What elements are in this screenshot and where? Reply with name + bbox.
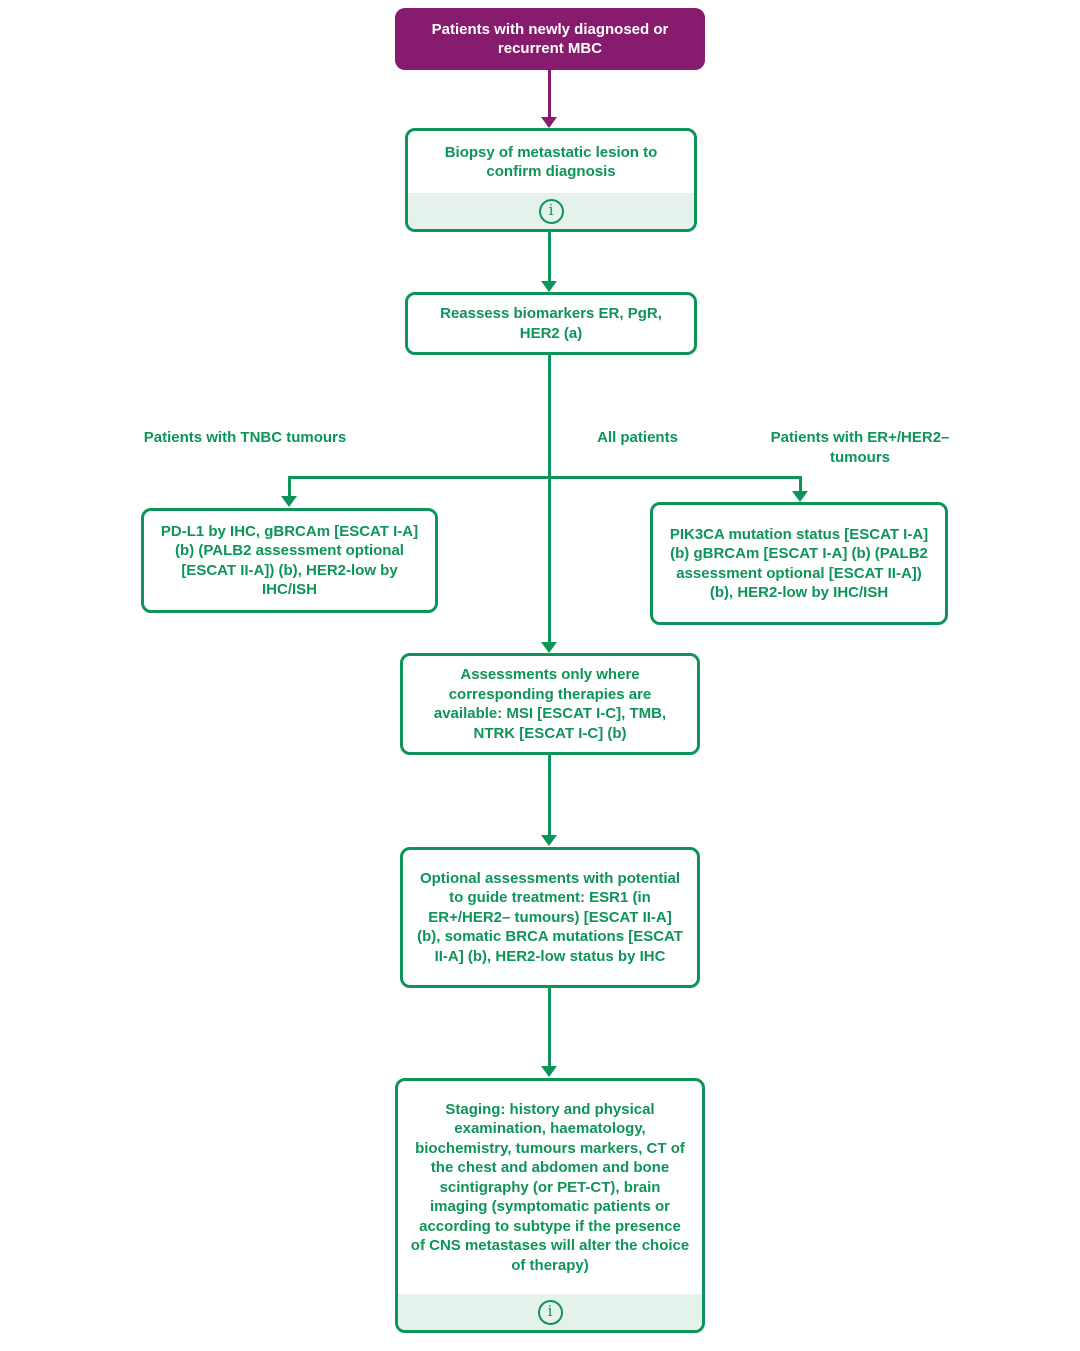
node-biopsy-label: Biopsy of metastatic lesion to confirm d…: [444, 143, 658, 181]
node-tnbc-assessment-label: PD-L1 by IHC, gBRCAm [ESCAT I-A] (b) (PA…: [160, 522, 419, 599]
arrowhead-optional-staging: [541, 1066, 557, 1077]
node-biopsy: Biopsy of metastatic lesion to confirm d…: [405, 128, 697, 232]
branch-label-tnbc: Patients with TNBC tumours: [143, 429, 347, 446]
arrowhead-assessments-optional: [541, 835, 557, 846]
arrowhead-start-biopsy: [541, 117, 557, 128]
connector-branch-tnbc: [288, 476, 291, 496]
connector-reassess-assessments: [548, 355, 551, 642]
node-reassess-label: Reassess biomarkers ER, PgR, HER2 (a): [440, 305, 662, 342]
info-icon[interactable]: i: [537, 1299, 563, 1325]
node-conditional-assessments-label: Assessments only where corresponding the…: [433, 666, 667, 742]
arrowhead-branch-tnbc: [281, 496, 297, 507]
node-tnbc-assessment: PD-L1 by IHC, gBRCAm [ESCAT I-A] (b) (PA…: [141, 508, 438, 613]
info-icon-glyph: i: [548, 201, 554, 220]
branch-label-all-patients: All patients: [597, 429, 678, 446]
arrowhead-branch-er-her2: [792, 491, 808, 502]
node-conditional-assessments: Assessments only where corresponding the…: [400, 653, 700, 755]
connector-start-biopsy: [548, 70, 551, 117]
node-staging-label: Staging: history and physical examinatio…: [410, 1100, 690, 1274]
branch-label-er-her2: Patients with ER+/HER2– tumours: [770, 429, 950, 466]
arrowhead-reassess-assessments: [541, 642, 557, 653]
node-optional-assessments: Optional assessments with potential to g…: [400, 847, 700, 988]
info-icon-glyph: i: [547, 1302, 553, 1321]
connector-biopsy-reassess: [548, 232, 551, 281]
node-start: Patients with newly diagnosed or recurre…: [395, 8, 705, 70]
node-er-her2-assessment: PIK3CA mutation status [ESCAT I-A] (b) g…: [650, 502, 948, 625]
node-er-her2-assessment-label: PIK3CA mutation status [ESCAT I-A] (b) g…: [669, 525, 929, 602]
connector-assessments-optional: [548, 755, 551, 835]
node-optional-assessments-label: Optional assessments with potential to g…: [417, 869, 683, 965]
biopsy-info-footer[interactable]: i: [408, 193, 694, 229]
arrowhead-biopsy-reassess: [541, 281, 557, 292]
node-start-label: Patients with newly diagnosed or recurre…: [431, 20, 669, 58]
node-staging: Staging: history and physical examinatio…: [395, 1078, 705, 1333]
branch-horizontal-line: [288, 476, 802, 479]
staging-info-footer[interactable]: i: [398, 1294, 702, 1330]
connector-optional-staging: [548, 988, 551, 1066]
info-icon[interactable]: i: [538, 198, 564, 224]
node-reassess: Reassess biomarkers ER, PgR, HER2 (a): [405, 292, 697, 355]
connector-branch-er-her2: [799, 476, 802, 491]
